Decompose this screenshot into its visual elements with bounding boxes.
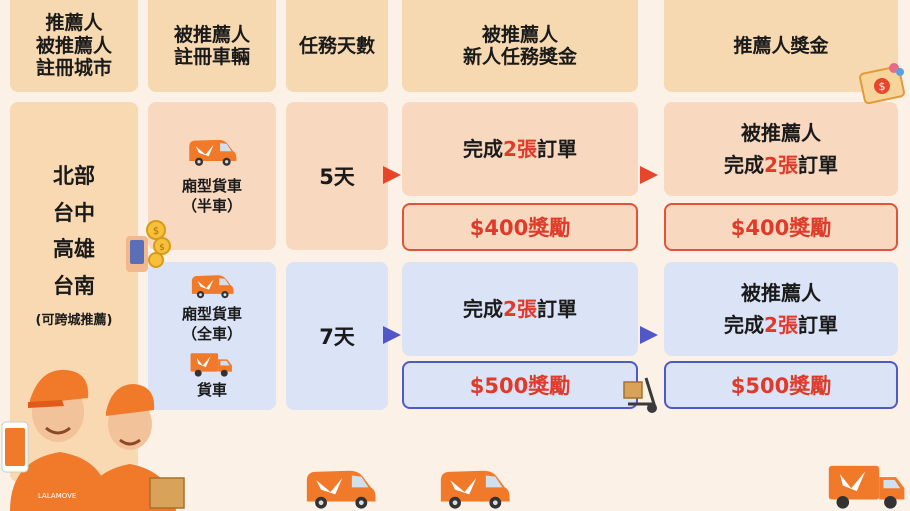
referrer-reward-400: $400獎勵 (664, 203, 898, 251)
vehicle-cell-full: 廂型貨車 （全車） 貨車 (148, 262, 276, 410)
van-icon (306, 470, 376, 509)
vehicle-cell-half: 廂型貨車 （半車） (148, 102, 276, 250)
arrow-right-icon (640, 166, 658, 184)
referrer-task-2: 被推薦人 完成2張訂單 (664, 262, 898, 356)
svg-text:$: $ (879, 80, 886, 93)
van-icon (191, 274, 234, 298)
city-north: 北部 (53, 163, 95, 188)
city-kaohsiung: 高雄 (53, 237, 95, 262)
mascot-illustration: LALAMOVE (1, 369, 185, 511)
gift-coupon-icon: $ (859, 63, 905, 104)
city-note: (可跨城推薦) (35, 312, 113, 328)
city-tainan: 台南 (53, 274, 95, 299)
truck-icon (828, 465, 905, 509)
city-taichung: 台中 (53, 200, 95, 225)
header-referrer-bonus: 推薦人獎金 (664, 0, 898, 92)
arrow-right-icon (383, 166, 401, 184)
header-referee-bonus: 被推薦人 新人任務獎金 (402, 0, 638, 92)
arrow-right-icon (640, 326, 658, 344)
header-vehicle: 被推薦人 註冊車輛 (148, 0, 276, 92)
header-city: 推薦人 被推薦人 註冊城市 (10, 0, 138, 92)
referrer-reward-500: $500獎勵 (664, 361, 898, 409)
referee-reward-500: $500獎勵 (402, 361, 638, 409)
coins-icon: $ $ (126, 220, 171, 272)
days-cell-5: 5天 (286, 102, 388, 250)
van-icon (440, 470, 510, 509)
referrer-task-1: 被推薦人 完成2張訂單 (664, 102, 898, 196)
days-cell-7: 7天 (286, 262, 388, 410)
header-days: 任務天數 (286, 0, 388, 92)
referee-reward-400: $400獎勵 (402, 203, 638, 251)
cart-icon (623, 377, 657, 413)
van-icon (189, 139, 237, 166)
arrow-right-icon (383, 326, 401, 344)
svg-text:$: $ (159, 243, 165, 253)
brand-logo-text: LALAMOVE (38, 492, 76, 500)
referee-task-2: 完成2張訂單 (402, 262, 638, 356)
svg-text:$: $ (153, 226, 159, 237)
referee-task-1: 完成2張訂單 (402, 102, 638, 196)
